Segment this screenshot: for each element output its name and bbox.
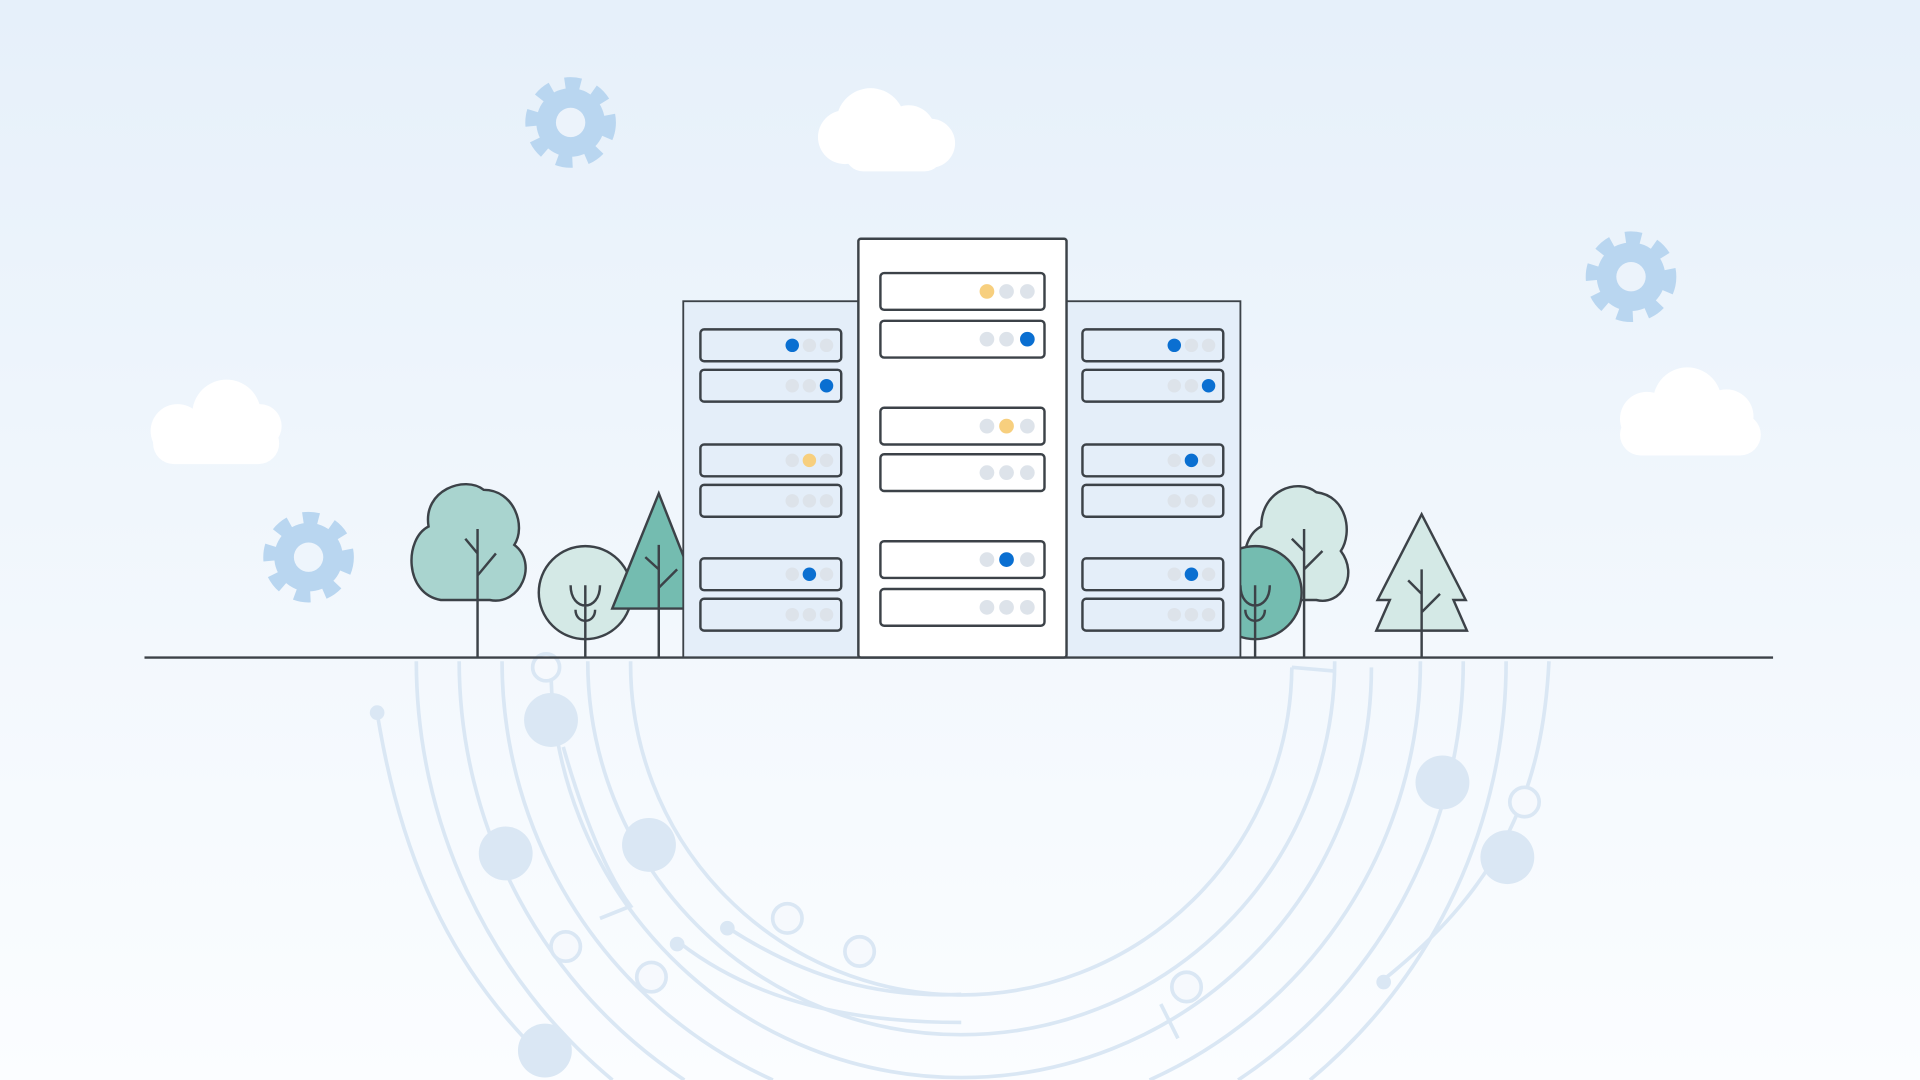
server-unit-center [879,587,1046,627]
status-led-off [1020,465,1035,480]
status-led-off [1167,567,1182,582]
status-led-off [802,607,817,622]
status-led-off [1201,453,1216,468]
status-led-blue [785,338,799,353]
status-led-blue [1184,567,1199,582]
status-led-blue [819,378,834,393]
status-led-off [819,607,834,622]
cloud-icon [150,379,282,465]
cloud-icon [1620,367,1761,456]
status-led-off [785,607,799,622]
status-led-blue [1184,453,1199,468]
status-led-blue [1167,338,1182,353]
tree-round [410,482,527,658]
status-led-off [1184,494,1199,508]
status-led-off [785,453,799,468]
server-unit-right [1081,443,1225,478]
status-led-blue [1020,331,1035,347]
status-led-off [819,453,834,468]
status-led-blue [1201,378,1216,393]
status-led-off [1184,378,1199,393]
status-led-off [979,331,995,347]
status-led-off [802,494,817,508]
status-led-off [1167,378,1182,393]
server-unit-left [699,597,843,632]
status-led-off [979,465,995,480]
server-unit-left [699,557,843,592]
status-led-off [1020,284,1035,299]
server-unit-center [879,453,1046,493]
status-led-off [819,567,834,582]
status-led-off [1201,494,1216,508]
tree-circle [537,544,634,658]
status-led-off [1020,418,1035,434]
status-led-off [999,284,1014,299]
server-unit-center [879,540,1046,580]
server-unit-right [1081,483,1225,518]
status-led-off [819,338,834,353]
tree-pine [1374,511,1469,658]
status-led-off [1020,600,1035,615]
status-led-off [785,494,799,508]
status-led-off [819,494,834,508]
status-led-off [1201,567,1216,582]
status-led-off [1201,607,1216,622]
status-led-yellow [999,418,1014,434]
status-led-off [999,465,1014,480]
status-led-off [802,338,817,353]
server-unit-center [879,271,1046,312]
server-unit-center [879,406,1046,446]
status-led-off [999,600,1014,615]
server-unit-right [1081,597,1225,632]
status-led-off [1201,338,1216,353]
status-led-off [1184,607,1199,622]
server-unit-right [1081,328,1225,363]
circuit-pattern [375,661,1551,1080]
status-led-yellow [802,453,817,468]
status-led-off [785,567,799,582]
server-unit-left [699,483,843,518]
gear-icon [1585,231,1677,323]
status-led-blue [802,567,817,582]
circuit-nodes [369,652,1542,1078]
gear-icon [263,511,354,603]
status-led-off [785,378,799,393]
status-led-off [1167,494,1182,508]
status-led-off [979,418,995,434]
status-led-off [979,600,995,615]
server-unit-right [1081,557,1225,592]
status-led-yellow [979,284,995,299]
server-unit-left [699,328,843,363]
status-led-off [802,378,817,393]
status-led-off [1167,453,1182,468]
server-unit-left [699,368,843,403]
status-led-off [1167,607,1182,622]
status-led-off [1020,552,1035,567]
status-led-off [1184,338,1199,353]
server-unit-left [699,443,843,478]
gear-icon [525,77,616,168]
cloud-icon [817,88,956,172]
server-unit-right [1081,368,1225,403]
status-led-blue [999,552,1014,567]
tree-pine [610,490,706,658]
status-led-off [979,552,995,567]
status-led-off [999,331,1014,347]
server-unit-center [879,319,1046,359]
